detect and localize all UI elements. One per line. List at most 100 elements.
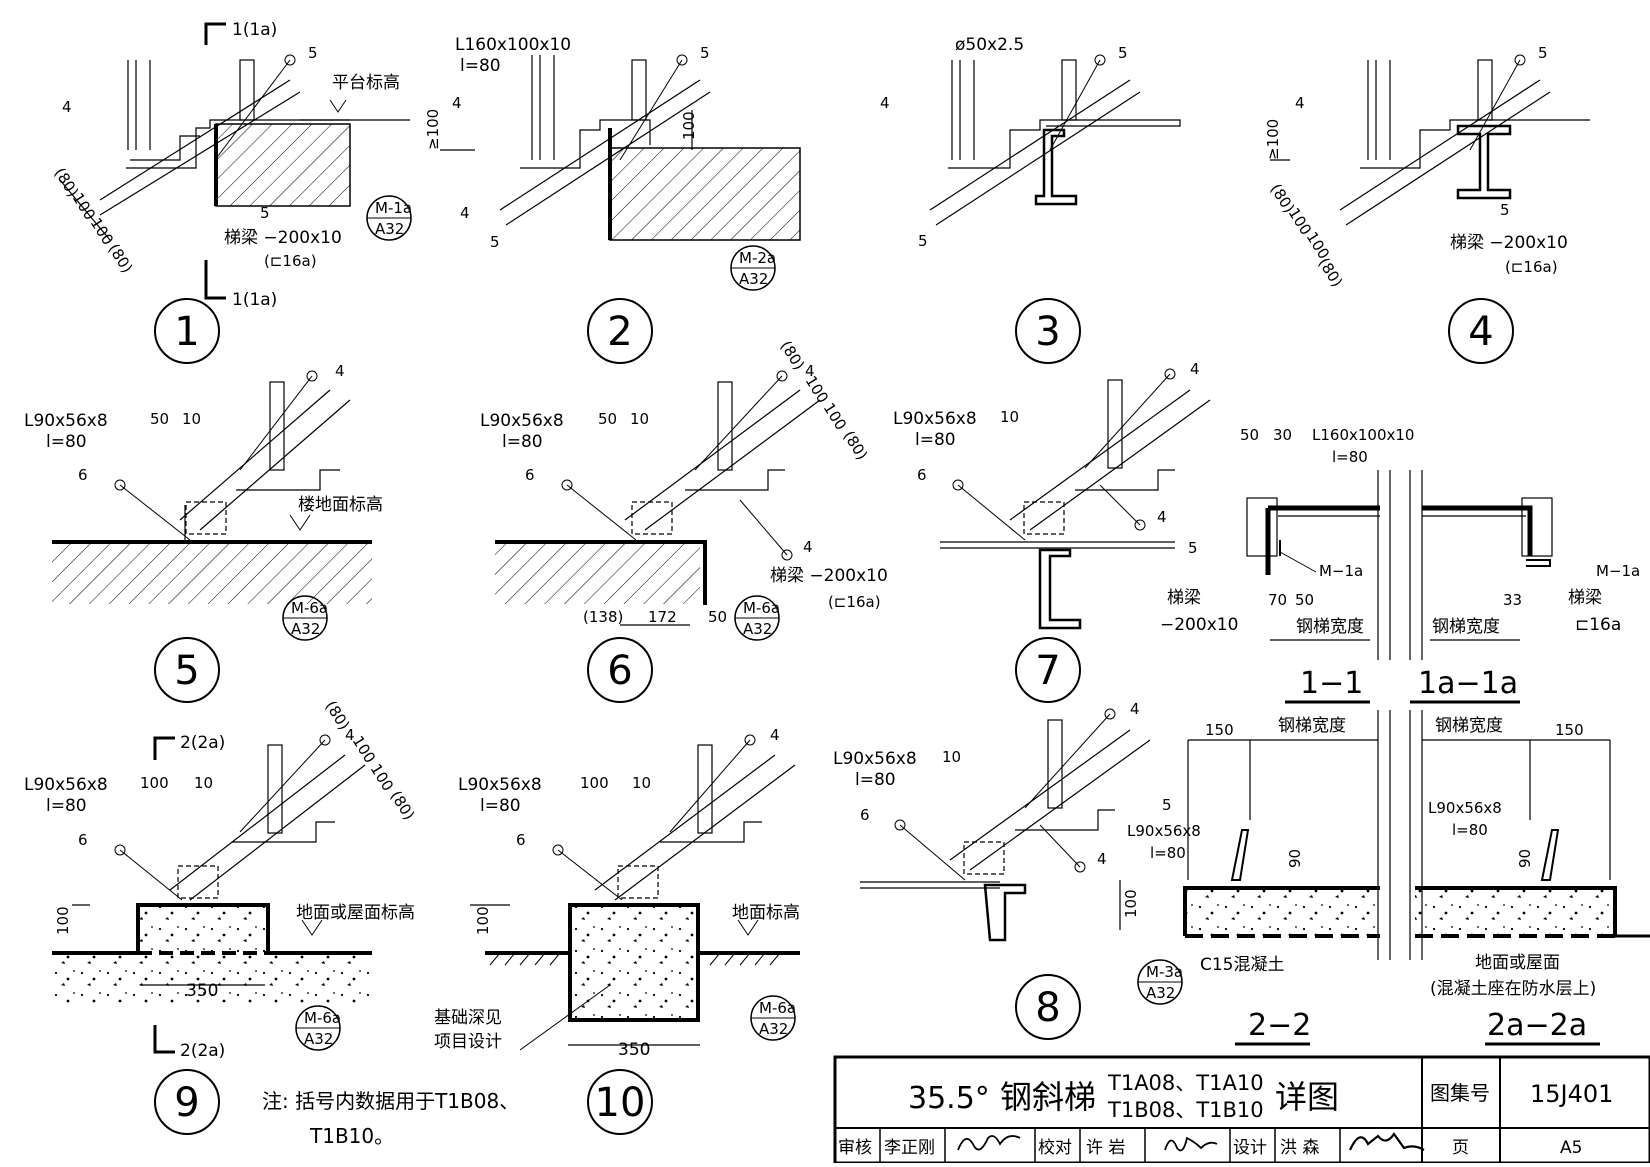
s22-member: L90x56x8	[1127, 822, 1201, 840]
s1a-beam-size: ⊏16a	[1575, 615, 1621, 635]
d3-member: ø50x2.5	[955, 35, 1024, 55]
page-label: 页	[1452, 1138, 1469, 1158]
d5-ref-top: M-6a	[291, 599, 328, 617]
d5-note: 楼地面标高	[298, 495, 383, 515]
d1-ref-top: M-1a	[375, 199, 412, 217]
d9-dim-a: 100	[140, 774, 169, 792]
design-label: 设计	[1233, 1138, 1267, 1158]
d6-ref-top: M-6a	[743, 599, 780, 617]
d4-number: 4	[1468, 309, 1493, 355]
detail-3: ø50x2.5 5 4 5 3	[880, 35, 1181, 364]
d5-weld-top: 4	[335, 362, 345, 380]
section-2-2: 150 钢梯宽度 5 L90x56x8 l=80 90 100 C15混凝土 M…	[1119, 710, 1391, 1046]
section-1-1: 50 30 L160x100x10 l=80 5 M−1a 梯梁 −200x10…	[1160, 426, 1414, 704]
d8-length: l=80	[855, 770, 896, 790]
d1-cut-bottom: 1(1a)	[232, 290, 277, 310]
d10-foundation-2: 项目设计	[434, 1032, 502, 1052]
s2a-length: l=80	[1452, 821, 1488, 839]
designer: 洪 森	[1280, 1138, 1319, 1158]
s11-length: l=80	[1332, 448, 1368, 466]
d4-weld-bottom: 5	[1500, 201, 1510, 219]
d10-ref-bottom: A32	[759, 1020, 788, 1038]
d10-ref-top: M-6a	[759, 999, 796, 1017]
d1-dim-2: 100	[87, 215, 117, 249]
d8-number: 8	[1035, 985, 1060, 1031]
d3-weld-left: 4	[880, 94, 890, 112]
d7-number: 7	[1035, 648, 1060, 694]
detail-2: L160x100x10 l=80 5 4 4 5 ≥100 100 M-2a A…	[424, 35, 801, 364]
d7-weld-left: 6	[917, 466, 927, 484]
d1-weld-left: 4	[62, 98, 72, 116]
d1-number: 1	[174, 309, 199, 355]
d5-weld-left: 6	[78, 466, 88, 484]
title-suffix: 详图	[1275, 1078, 1339, 1116]
d6-dim-3: (80)	[840, 428, 872, 464]
d10-member: L90x56x8	[458, 775, 542, 795]
d10-number: 10	[595, 1080, 646, 1126]
d9-cut-bottom: 2(2a)	[180, 1041, 225, 1061]
s11-dim-b: 30	[1273, 426, 1292, 444]
d2-dim-left: ≥100	[424, 109, 442, 150]
detail-6: L90x56x8 l=80 50 10 4 6 4 (80) 100 100 (…	[480, 338, 888, 703]
s1a-dim: 33	[1503, 591, 1522, 609]
s11-title: 1−1	[1300, 666, 1363, 701]
d6-dim-2: 100	[820, 400, 850, 434]
d10-length: l=80	[480, 796, 521, 816]
d1-beam: 梯梁 −200x10	[224, 228, 342, 248]
d2-member: L160x100x10	[455, 35, 571, 55]
d5-number: 5	[174, 648, 199, 694]
d9-dim-w: 350	[186, 981, 218, 1001]
d1-dims: (80) 100 100 (80)	[51, 165, 137, 277]
s22-width: 钢梯宽度	[1278, 716, 1346, 736]
d8-dim-a: 10	[942, 748, 961, 766]
s22-ref-bottom: A32	[1146, 984, 1175, 1002]
review-label: 审核	[838, 1138, 872, 1158]
s11-beam: 梯梁	[1167, 588, 1201, 608]
d2-number: 2	[607, 309, 632, 355]
s11-dim-c: 70	[1268, 591, 1287, 609]
reviewer: 李正刚	[884, 1138, 935, 1158]
checker-signature	[1164, 1136, 1218, 1152]
d2-ref-top: M-2a	[739, 249, 776, 267]
s22-title: 2−2	[1248, 1008, 1311, 1043]
atlas-label: 图集号	[1430, 1081, 1490, 1105]
d6-dim-0: (80)	[777, 338, 809, 374]
s2a-dim: 150	[1555, 721, 1584, 739]
detail-4: 5 4 5 ≥100 (80) 100 100 (80) 梯梁 −200x10 …	[1264, 44, 1590, 364]
d1-cut-top: 1(1a)	[232, 20, 277, 40]
s2a-floor-note: (混凝土座在防水层上)	[1430, 979, 1596, 999]
d5-member: L90x56x8	[24, 411, 108, 431]
d7-weld-top: 4	[1190, 360, 1200, 378]
d5-length: l=80	[46, 432, 87, 452]
s2a-width: 钢梯宽度	[1435, 716, 1503, 736]
section-2a-2a: 钢梯宽度 150 L90x56x8 l=80 90 地面或屋面 (混凝土座在防水…	[1409, 710, 1650, 1046]
s22-dim: 150	[1205, 721, 1234, 739]
d9-dim-3: (80)	[387, 788, 419, 824]
page-no: A5	[1560, 1138, 1582, 1158]
d3-number: 3	[1035, 309, 1060, 355]
s11-dim-d: 50	[1295, 591, 1314, 609]
s2a-member: L90x56x8	[1428, 799, 1502, 817]
d8-member: L90x56x8	[833, 749, 917, 769]
check-label: 校对	[1038, 1138, 1072, 1158]
d8-weld-top: 4	[1130, 700, 1140, 718]
d6-dim-b: 10	[630, 410, 649, 428]
d1-note-top: 平台标高	[332, 73, 400, 93]
s1a-width: 钢梯宽度	[1432, 617, 1500, 637]
d1-weld-bottom: 5	[260, 204, 270, 222]
title-angle: 35.5°	[908, 1081, 990, 1116]
d2-weld-top: 5	[700, 44, 710, 62]
d6-member: L90x56x8	[480, 411, 564, 431]
note-line-1: 注: 括号内数据用于T1B08、	[262, 1089, 519, 1113]
s1a-beam: 梯梁	[1568, 588, 1602, 608]
detail-1: 1(1a) 1(1a) 平台标高 5 4 5 梯梁 −200x10 (⊏16a)…	[51, 20, 412, 364]
d6-beam: 梯梁 −200x10	[770, 566, 888, 586]
d10-dim-a: 100	[580, 774, 609, 792]
d6-length: l=80	[502, 432, 543, 452]
d7-member: L90x56x8	[893, 409, 977, 429]
d1-ref-bottom: A32	[375, 220, 404, 238]
detail-9: 2(2a) 2(2a) L90x56x8 l=80 100 10 地面或屋面标高…	[24, 698, 419, 1135]
s11-ref: M−1a	[1319, 562, 1363, 580]
d7-length: l=80	[915, 430, 956, 450]
d9-note: 地面或屋面标高	[296, 903, 415, 923]
